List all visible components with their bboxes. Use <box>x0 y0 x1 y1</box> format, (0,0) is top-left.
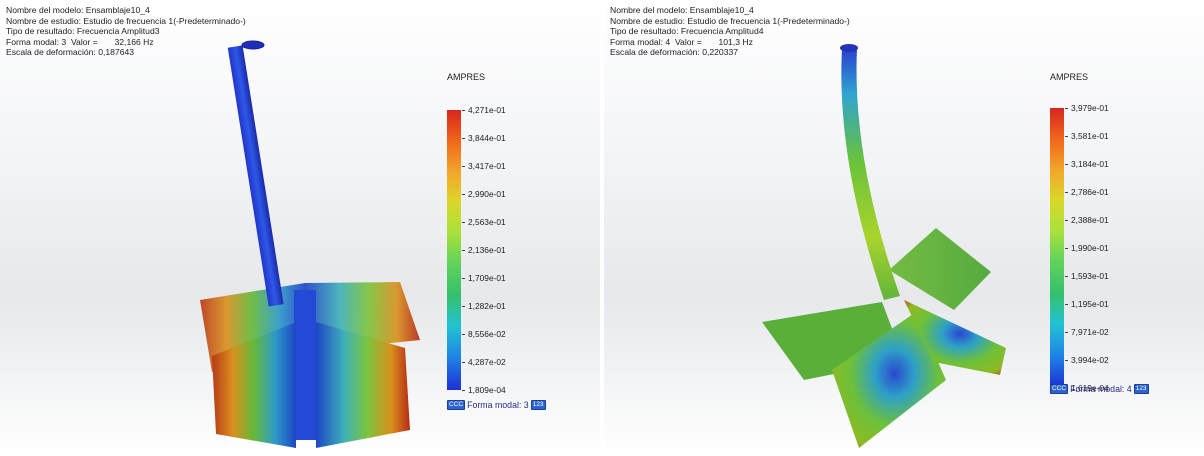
legend-tick-mark <box>1065 332 1068 333</box>
hub <box>294 290 316 440</box>
study-name: Nombre de estudio: Estudio de frecuencia… <box>6 15 246 26</box>
legend-tick-label: 2,388e-01 <box>1071 215 1109 225</box>
legend-tick-mark <box>462 194 465 195</box>
legend-options-icon[interactable]: CCC <box>1050 384 1069 394</box>
model-name: Nombre del modelo: Ensamblaje10_4 <box>6 5 150 15</box>
legend-tick-mark <box>462 110 465 111</box>
blade-right <box>904 300 1006 375</box>
legend-title: AMPRES <box>447 72 486 82</box>
shaft <box>227 45 284 307</box>
legend-tick-label: 3,581e-01 <box>1071 131 1109 141</box>
legend-tick-label: 8,556e-02 <box>468 329 506 339</box>
legend-tick-mark <box>1065 248 1068 249</box>
mode-value: Forma modal: 4 Valor = 101,3 Hz <box>610 36 753 47</box>
result-type: Tipo de resultado: Frecuencia Amplitud3 <box>6 26 160 37</box>
result-type: Tipo de resultado: Frecuencia Amplitud4 <box>610 26 764 37</box>
legend-tick-mark <box>462 278 465 279</box>
mode-selector[interactable]: CCC Forma modal: 4 123 <box>1050 384 1149 394</box>
model-render-mode-4 <box>762 44 1006 448</box>
blade-front-right <box>316 322 410 448</box>
legend-tick-label: 4,271e-01 <box>468 105 506 115</box>
legend-tick-label: 3,844e-01 <box>468 133 506 143</box>
legend-tick-label: 1,195e-01 <box>1071 299 1109 309</box>
mode-label: Forma modal: 3 <box>467 400 529 410</box>
legend-tick-label: 1,990e-01 <box>1071 243 1109 253</box>
legend-tick-label: 1,619e-04 <box>1071 383 1109 393</box>
legend-options-icon[interactable]: CCC <box>447 400 466 410</box>
legend-tick-mark <box>1065 192 1068 193</box>
legend-tick-mark <box>1065 164 1068 165</box>
color-scale-bar <box>1050 108 1064 388</box>
shaft <box>841 48 900 300</box>
legend-tick-mark <box>462 390 465 391</box>
legend-tick-label: 2,990e-01 <box>468 189 506 199</box>
mode-number-icon[interactable]: 123 <box>530 400 546 410</box>
deformation-scale: Escala de deformación: 0,187643 <box>6 47 135 58</box>
blade-front <box>832 312 946 448</box>
legend-tick-mark <box>462 222 465 223</box>
mode-selector[interactable]: CCC Forma modal: 3 123 <box>447 400 546 410</box>
color-scale-bar <box>447 110 461 390</box>
legend-tick-mark <box>1065 136 1068 137</box>
blade-front-left <box>212 322 296 448</box>
legend-tick-label: 7,971e-02 <box>1071 327 1109 337</box>
legend-tick-label: 1,282e-01 <box>468 301 506 311</box>
legend-tick-label: 1,593e-01 <box>1071 271 1109 281</box>
legend-tick-mark <box>1065 220 1068 221</box>
legend-tick-mark <box>1065 360 1068 361</box>
legend-tick-mark <box>1065 276 1068 277</box>
mode-value: Forma modal: 3 Valor = 32,166 Hz <box>6 36 154 47</box>
mode-number-icon[interactable]: 123 <box>1133 384 1149 394</box>
legend-tick-mark <box>462 166 465 167</box>
legend-tick-label: 2,786e-01 <box>1071 187 1109 197</box>
legend-tick-mark <box>462 306 465 307</box>
legend-tick-label: 1,809e-04 <box>468 385 506 395</box>
model-name: Nombre del modelo: Ensamblaje10_4 <box>610 5 754 15</box>
legend-tick-mark <box>462 250 465 251</box>
legend-tick-label: 3,417e-01 <box>468 161 506 171</box>
legend-tick-label: 4,287e-02 <box>468 357 506 367</box>
shaft-top <box>840 44 858 52</box>
legend-tick-mark <box>462 138 465 139</box>
study-name: Nombre de estudio: Estudio de frecuencia… <box>610 15 850 26</box>
shaft-top <box>241 40 265 50</box>
mode-label: Forma modal: 4 <box>1070 384 1132 394</box>
legend-tick-label: 3,979e-01 <box>1071 103 1109 113</box>
legend-tick-mark <box>1065 108 1068 109</box>
legend-tick-label: 2,136e-01 <box>468 245 506 255</box>
model-render-mode-3 <box>200 40 420 448</box>
legend-tick-mark <box>462 334 465 335</box>
legend-tick-mark <box>462 362 465 363</box>
legend-title: AMPRES <box>1050 72 1089 82</box>
legend-tick-label: 1,709e-01 <box>468 273 506 283</box>
legend-tick-label: 2,563e-01 <box>468 217 506 227</box>
blade-back <box>889 228 991 310</box>
legend-tick-label: 3,994e-02 <box>1071 355 1109 365</box>
legend-tick-mark <box>1065 304 1068 305</box>
legend-tick-label: 3,184e-01 <box>1071 159 1109 169</box>
deformation-scale: Escala de deformación: 0,220337 <box>610 47 739 58</box>
